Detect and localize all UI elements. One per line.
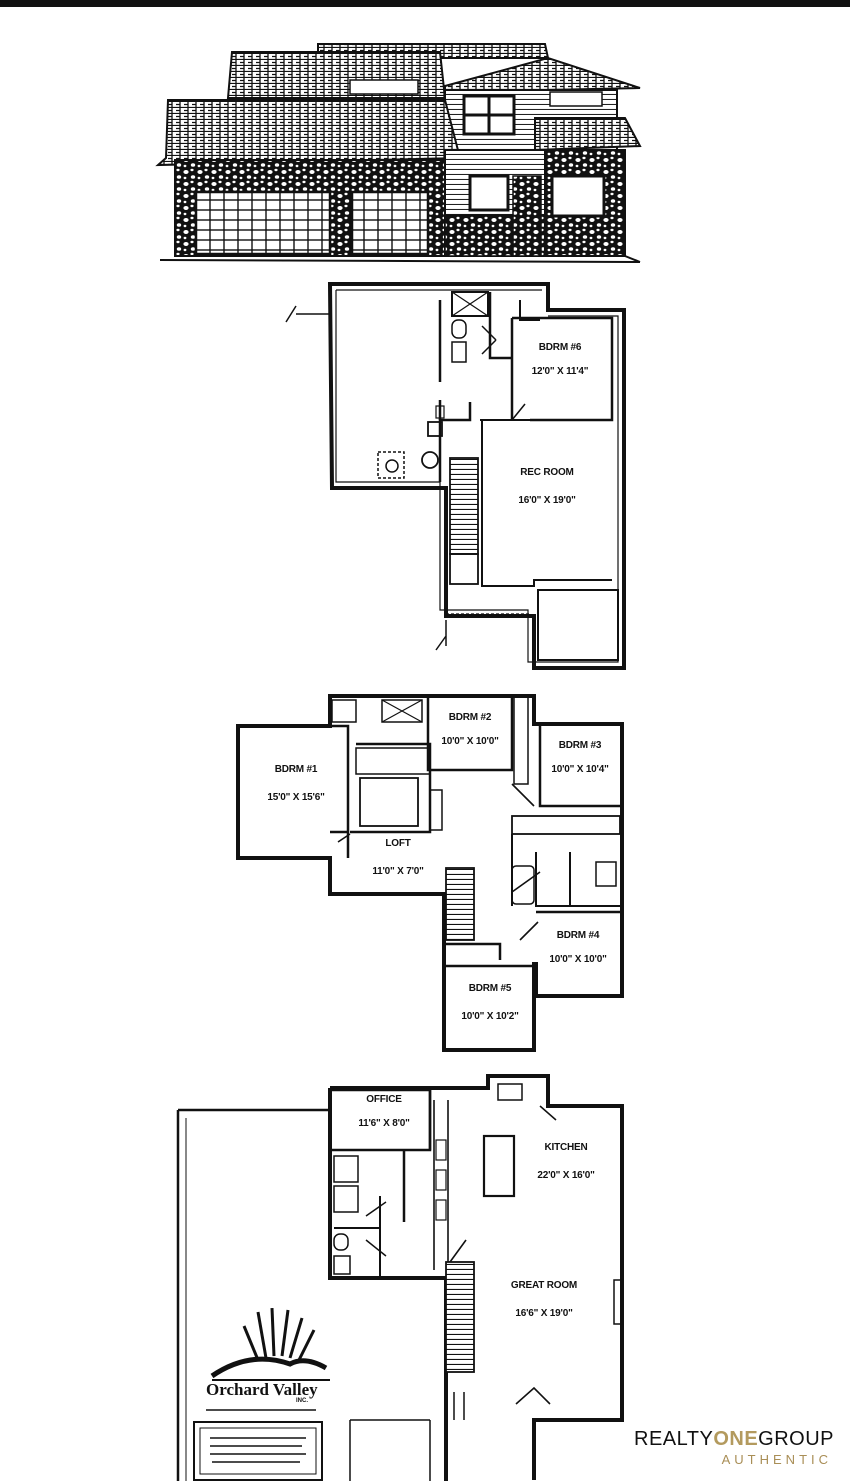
brand-accent: ONE <box>713 1428 759 1450</box>
builder-logo <box>193 1307 330 1481</box>
room-label-bdrm6: BDRM #6 12'0" X 11'4" <box>531 342 589 377</box>
room-label-bdrm4: BDRM #4 10'0" X 10'0" <box>549 930 607 965</box>
room-label-office: OFFICE 11'6" X 8'0" <box>358 1094 410 1129</box>
builder-logo-suffix: INC. <box>296 1398 308 1404</box>
brand-part2: GROUP <box>758 1428 835 1450</box>
builder-logo-name: Orchard Valley <box>206 1380 318 1399</box>
brand-tagline: AUTHENTIC <box>721 1452 833 1467</box>
top-border <box>0 0 850 7</box>
room-label-bdrm5: BDRM #5 10'0" X 10'2" <box>461 983 519 1022</box>
basement-floor-plan <box>285 282 626 670</box>
room-label-great-room: GREAT ROOM 16'6" X 19'0" <box>510 1280 578 1319</box>
room-label-bdrm1: BDRM #1 15'0" X 15'6" <box>267 764 325 803</box>
main-floor-plan <box>176 1074 624 1481</box>
room-label-bdrm2: BDRM #2 10'0" X 10'0" <box>441 712 499 747</box>
room-label-bdrm3: BDRM #3 10'0" X 10'4" <box>551 740 609 775</box>
brand-part1: REALTY <box>634 1428 714 1450</box>
upper-floor-plan <box>236 694 624 1052</box>
room-label-rec-room: REC ROOM 16'0" X 19'0" <box>518 467 576 506</box>
brokerage-watermark: REALTYONEGROUP AUTHENTIC <box>634 1428 834 1467</box>
room-label-kitchen: KITCHEN 22'0" X 16'0" <box>537 1142 595 1181</box>
room-label-loft: LOFT 11'0" X 7'0" <box>372 838 424 877</box>
front-elevation <box>155 43 642 263</box>
